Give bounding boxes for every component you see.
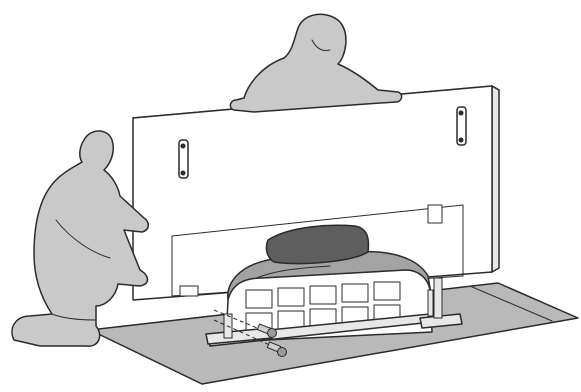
- person-standing: [230, 14, 401, 112]
- mount-handle-right: [457, 107, 466, 145]
- mount-handle-left: [179, 140, 188, 178]
- person-kneeling: [12, 131, 148, 346]
